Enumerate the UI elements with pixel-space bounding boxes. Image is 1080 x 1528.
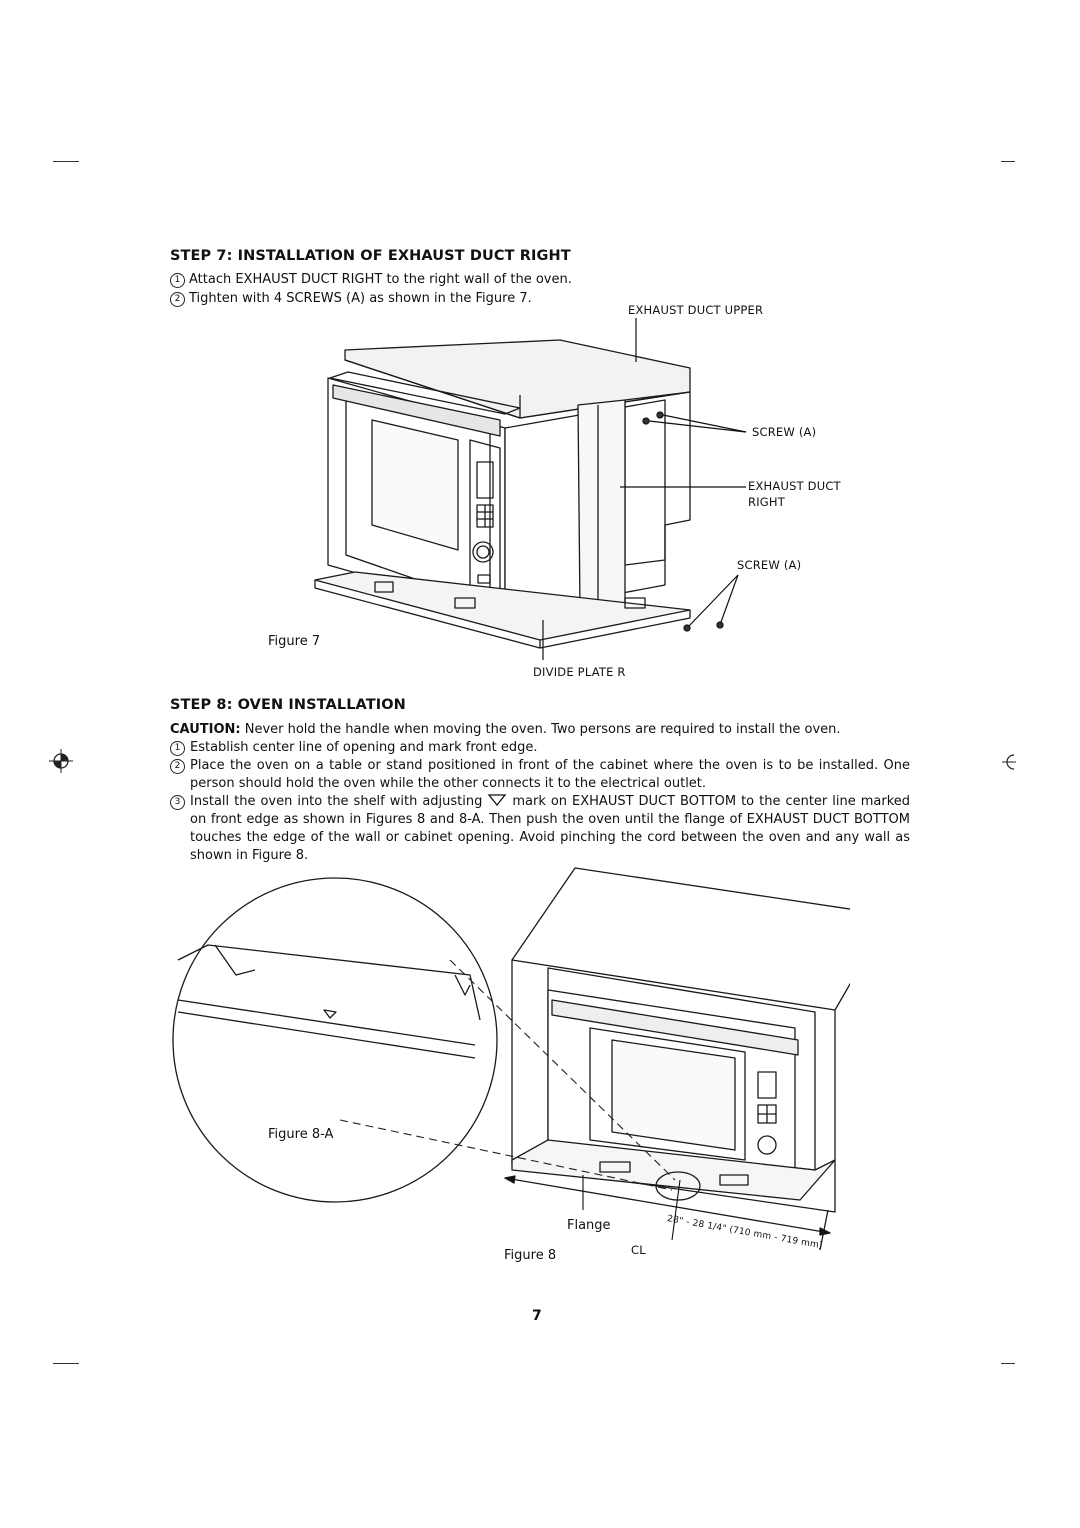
step7-item-2: 2 Tighten with 4 SCREWS (A) as shown in t…	[170, 290, 532, 308]
crop-mark-bottom-left	[53, 1363, 79, 1364]
item-number-badge: 2	[170, 759, 185, 774]
crop-mark-top-right	[1001, 161, 1015, 162]
label-screw-a-top: SCREW (A)	[752, 425, 817, 439]
label-exhaust-duct-right-line2: RIGHT	[748, 495, 785, 509]
step7-heading: STEP 7: INSTALLATION OF EXHAUST DUCT RIG…	[170, 248, 571, 264]
caution-paragraph: CAUTION: Never hold the handle when movi…	[170, 721, 910, 739]
label-screw-a-bottom: SCREW (A)	[737, 558, 802, 572]
item-number-badge: 1	[170, 273, 185, 288]
item-number-badge: 3	[170, 795, 185, 810]
label-flange: Flange	[567, 1218, 611, 1233]
step8-item-3-text-before: Install the oven into the shelf with adj…	[190, 794, 488, 809]
label-divide-plate-r: DIVIDE PLATE R	[533, 665, 626, 679]
item-number-badge: 2	[170, 292, 185, 307]
step8-item-2: 2 Place the oven on a table or stand posi…	[170, 757, 910, 793]
step8-item-3-text-after: mark on EXHAUST DUCT BOTTOM to the cente…	[190, 794, 911, 863]
oven-dial	[472, 541, 494, 563]
label-exhaust-duct-right-line1: EXHAUST DUCT	[748, 479, 841, 493]
step7-item-2-text: Tighten with 4 SCREWS (A) as shown in th…	[189, 291, 532, 306]
zoom-circle	[172, 877, 498, 1203]
figure7-caption: Figure 7	[268, 634, 321, 649]
step8-heading: STEP 8: OVEN INSTALLATION	[170, 697, 406, 713]
page-number: 7	[532, 1308, 542, 1324]
item-number-badge: 1	[170, 741, 185, 756]
crop-mark-top-left	[53, 161, 79, 162]
caution-label: CAUTION:	[170, 722, 241, 737]
figure8a-caption: Figure 8-A	[268, 1127, 334, 1142]
step8-item-3: 3 Install the oven into the shelf with ad…	[170, 793, 911, 865]
registration-mark-left	[49, 749, 73, 773]
caution-text: Never hold the handle when moving the ov…	[240, 722, 841, 737]
oven-window	[371, 419, 459, 551]
step8-item-1-text: Establish center line of opening and mar…	[190, 740, 538, 755]
figure8-illustration	[172, 867, 850, 1251]
label-exhaust-duct-upper: EXHAUST DUCT UPPER	[628, 303, 764, 317]
label-cl: CL	[631, 1243, 646, 1257]
exhaust-duct-right-shape	[577, 399, 626, 611]
adjusting-triangle-icon	[488, 794, 507, 807]
step8-item-1: 1 Establish center line of opening and ma…	[170, 739, 910, 757]
figure7-illustration	[314, 318, 747, 660]
registration-mark-right	[1002, 754, 1016, 770]
step7-item-1-text: Attach EXHAUST DUCT RIGHT to the right w…	[189, 272, 572, 287]
oven-handle	[332, 384, 501, 437]
flange-circle	[655, 1171, 701, 1201]
crop-mark-bottom-right	[1001, 1363, 1015, 1364]
oven-dial-8	[757, 1135, 777, 1155]
figure8-caption: Figure 8	[504, 1248, 557, 1263]
step8-item-2-text: Place the oven on a table or stand posit…	[190, 758, 910, 791]
step7-item-1: 1 Attach EXHAUST DUCT RIGHT to the right …	[170, 271, 572, 289]
